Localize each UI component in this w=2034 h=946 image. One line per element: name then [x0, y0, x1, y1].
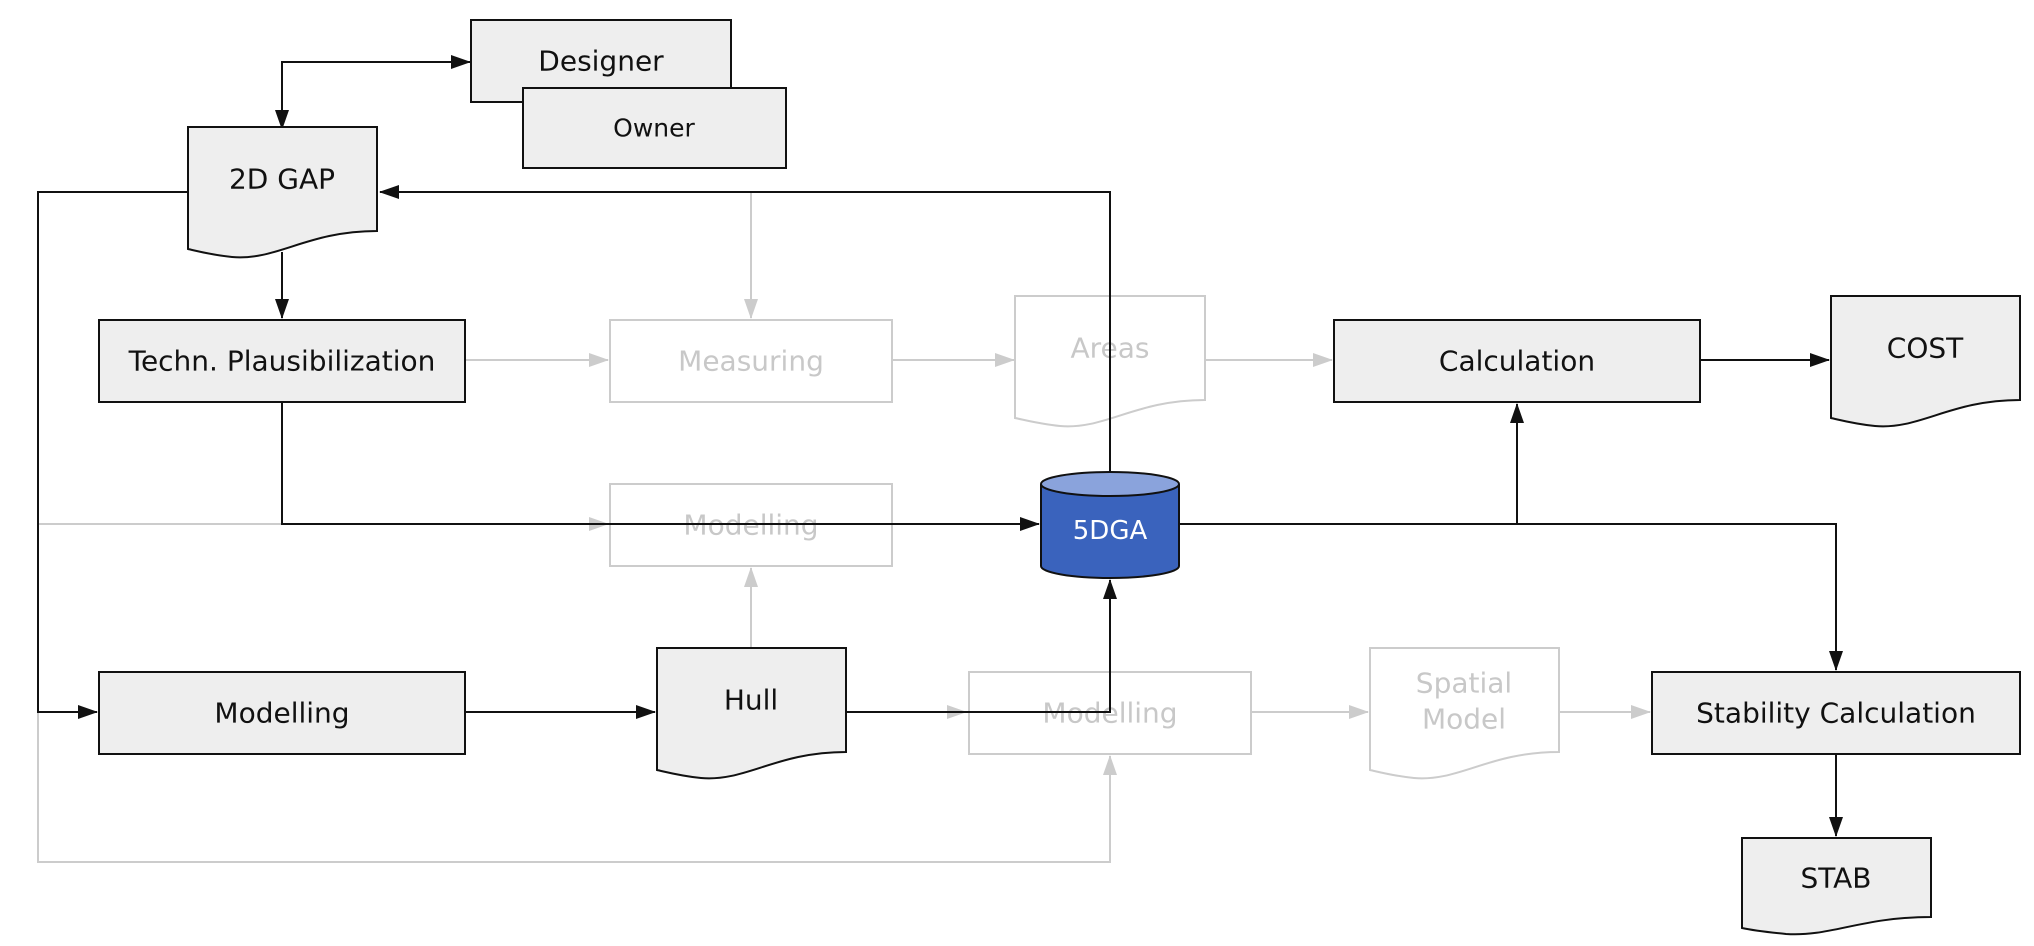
- node-calculation[interactable]: Calculation: [1333, 319, 1701, 403]
- db-cylinder-top: [1040, 471, 1180, 497]
- edge-hull-to-db: [846, 579, 1117, 713]
- spatial-label-line1: Spatial: [1416, 667, 1512, 700]
- modelling-left-label: Modelling: [214, 697, 349, 730]
- node-stability-calculation[interactable]: Stability Calculation: [1651, 671, 2021, 755]
- hull-label: Hull: [724, 684, 778, 717]
- techn-label: Techn. Plausibilization: [128, 345, 436, 378]
- 2d-gap-label: 2D GAP: [229, 163, 335, 196]
- stab-label: STAB: [1800, 862, 1871, 895]
- node-owner[interactable]: Owner: [522, 87, 787, 169]
- edge-db-to-calculation: [1180, 403, 1524, 525]
- calculation-label: Calculation: [1439, 345, 1595, 378]
- designer-label: Designer: [538, 45, 664, 78]
- edge-db-to-stability: [1517, 523, 1843, 671]
- stability-label: Stability Calculation: [1696, 697, 1976, 730]
- node-modelling-left[interactable]: Modelling: [98, 671, 466, 755]
- node-2d-gap[interactable]: 2D GAP: [187, 126, 378, 259]
- node-measuring[interactable]: Measuring: [609, 319, 893, 403]
- edge-loop-to-modelling-bottom: [37, 712, 1117, 863]
- edge-db-to-2dgap: [379, 185, 1111, 472]
- active-edges: [37, 55, 1843, 837]
- edge-2dgap-designer: [275, 55, 471, 130]
- node-stab[interactable]: STAB: [1741, 837, 1932, 936]
- node-5dga-database[interactable]: 5DGA: [1040, 471, 1180, 579]
- edge-2dgap-to-modelling: [37, 191, 187, 719]
- owner-label: Owner: [613, 114, 695, 143]
- measuring-label: Measuring: [678, 345, 824, 378]
- db-cylinder-body: [1040, 484, 1180, 579]
- node-spatial-model[interactable]: Spatial Model: [1369, 647, 1560, 780]
- edge-techn-to-db: [281, 402, 1040, 531]
- node-cost[interactable]: COST: [1830, 295, 2021, 428]
- cost-label: COST: [1887, 332, 1964, 365]
- node-techn-plausibilization[interactable]: Techn. Plausibilization: [98, 319, 466, 403]
- node-hull[interactable]: Hull: [656, 647, 847, 780]
- db-label: 5DGA: [1073, 516, 1148, 546]
- spatial-label-line2: Model: [1422, 703, 1506, 736]
